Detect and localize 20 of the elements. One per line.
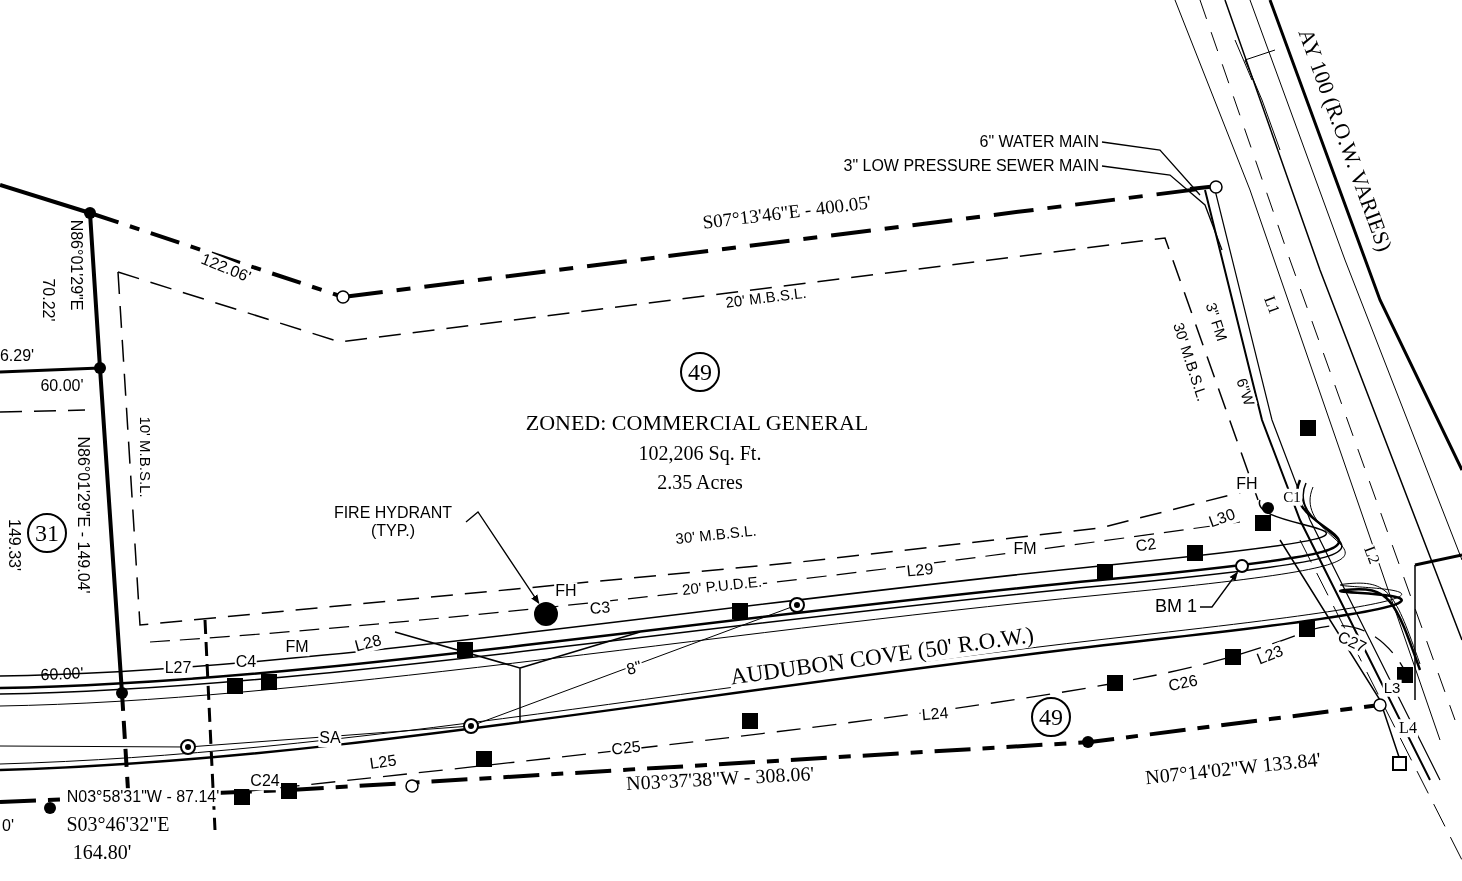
- leader-line: [465, 511, 540, 604]
- lot-number: 49: [1031, 697, 1071, 737]
- hydrant-label: FH: [1235, 475, 1259, 493]
- line-label: L24: [919, 704, 951, 724]
- distance-label: 60.00': [39, 664, 85, 684]
- leader-line: [1101, 165, 1223, 251]
- leader-line: [1101, 141, 1201, 196]
- distance-label: 60.00': [39, 377, 85, 395]
- line-label: L3: [1382, 679, 1402, 697]
- pipe-label: SA: [318, 729, 342, 747]
- curve-label: C1: [1282, 488, 1302, 506]
- lot-number: 49: [680, 352, 720, 392]
- fire-hydrant-symbol: [534, 602, 558, 626]
- bearing-label: N03°58'31"W - 87.14': [65, 788, 221, 806]
- benchmark-symbol: [1235, 559, 1249, 573]
- lot-number: 31: [27, 513, 67, 553]
- line-label: L4: [1398, 719, 1418, 737]
- leader-line: [1199, 571, 1238, 608]
- pipe-label: FM: [284, 638, 310, 656]
- curve-label: C24: [249, 772, 281, 790]
